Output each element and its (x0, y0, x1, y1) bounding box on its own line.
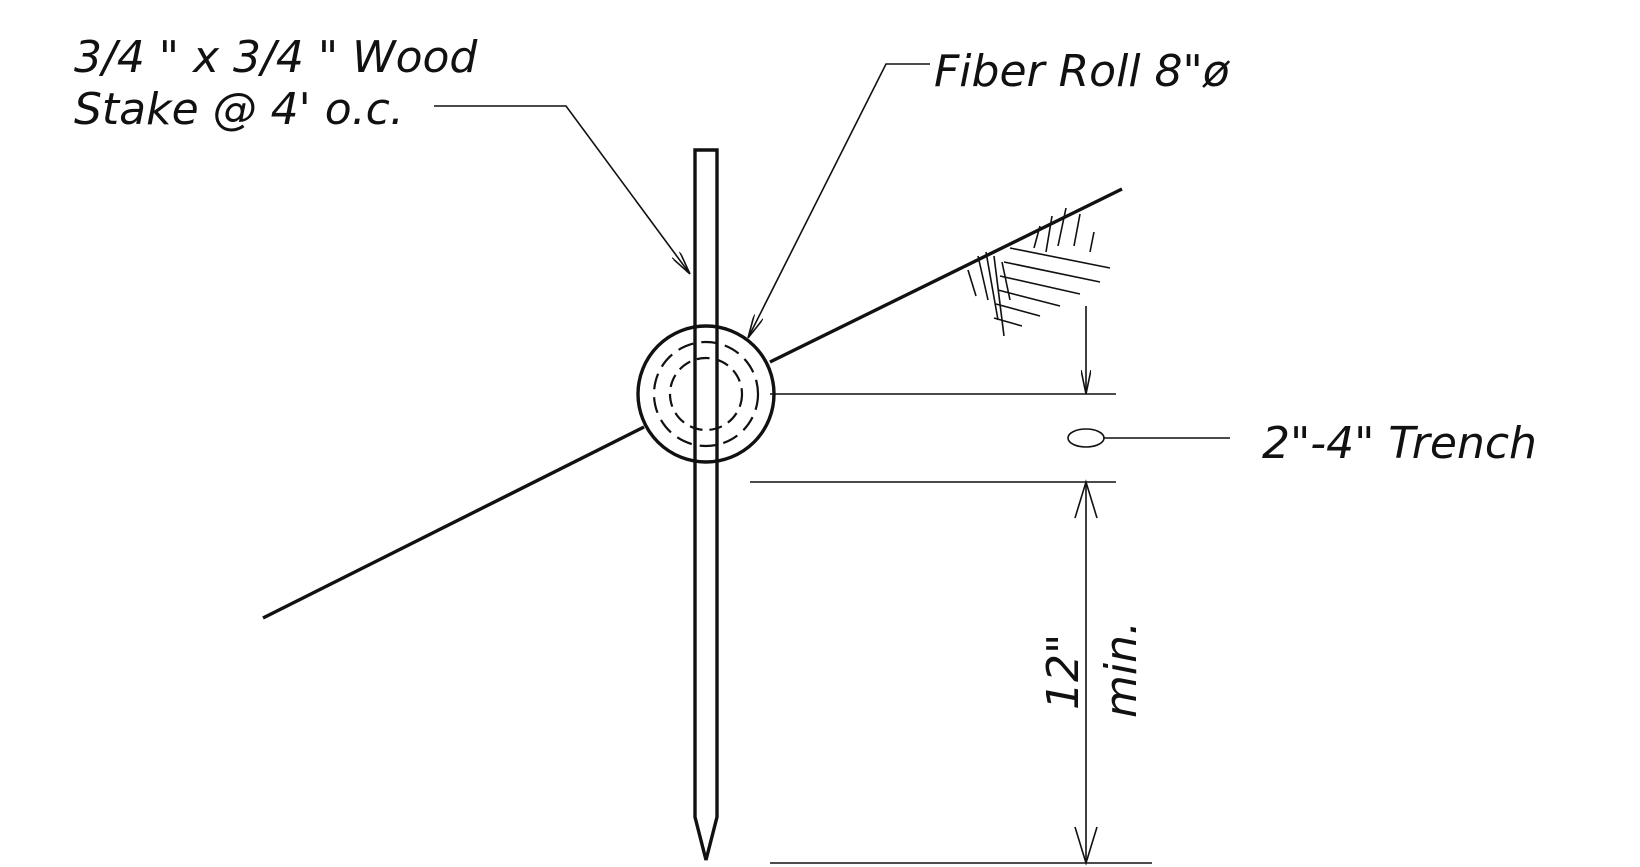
depth-value-label: 12" (1038, 634, 1089, 710)
depth-suffix-label: min. (1096, 621, 1147, 718)
fiber-roll-label: Fiber Roll 8"ø (934, 46, 1231, 97)
trench-label: 2"-4" Trench (1262, 418, 1537, 469)
wood-stake (693, 148, 719, 861)
stake-label-line2: Stake @ 4' o.c. (74, 84, 404, 135)
stake-label-line1: 3/4 " x 3/4 " Wood (74, 32, 478, 83)
earth-hatching (967, 207, 1111, 337)
ground-slope (262, 187, 1123, 620)
stake-leader (434, 105, 690, 274)
fiber-roll (636, 324, 776, 464)
depth-dimension (770, 479, 1152, 866)
fiber-roll-leader (748, 63, 930, 338)
trench-dimension (750, 306, 1230, 860)
